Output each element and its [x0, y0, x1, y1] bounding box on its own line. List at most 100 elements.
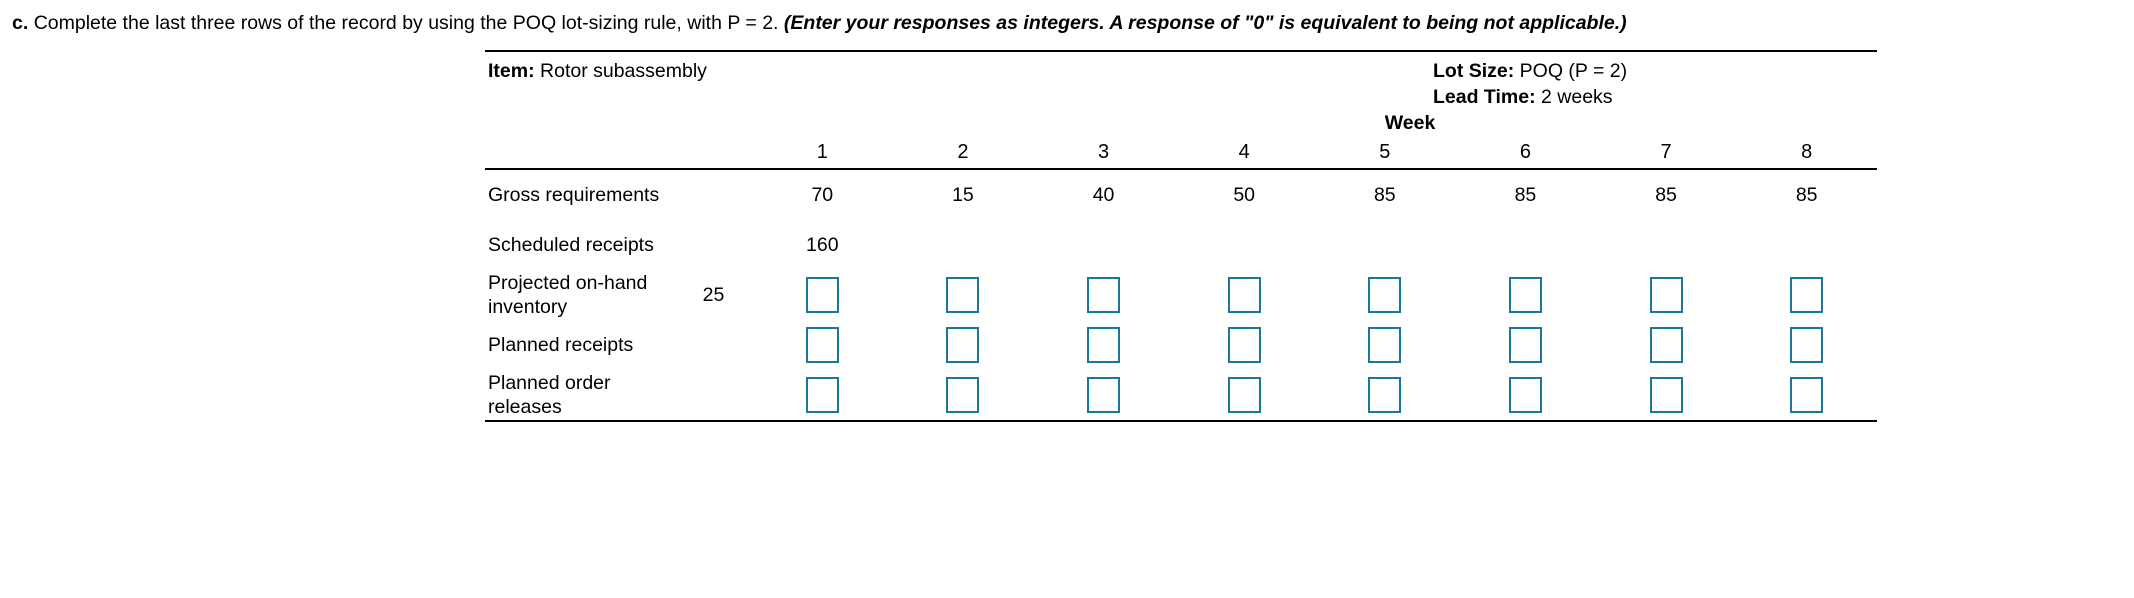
table-top-rule [485, 50, 1877, 52]
cell-gross-requirements-w4: 50 [1233, 184, 1256, 206]
cell-gross-requirements-w1: 70 [811, 184, 834, 206]
input-planned-receipts-w5[interactable] [1368, 327, 1402, 363]
cell-planned-order-releases-w6 [1455, 377, 1596, 413]
row-values-gross-requirements: 70 15 40 50 85 85 85 85 [752, 183, 1877, 207]
input-planned-order-releases-w3[interactable] [1087, 377, 1121, 413]
question-prompt: c. Complete the last three rows of the r… [12, 10, 2122, 36]
table-row: Gross requirements 70 15 40 50 85 85 85 … [485, 170, 1877, 220]
input-projected-on-hand-inventory-w5[interactable] [1368, 277, 1402, 313]
input-projected-on-hand-inventory-w3[interactable] [1087, 277, 1121, 313]
cell-planned-receipts-w8 [1736, 327, 1877, 363]
lot-and-lead-block: Lot Size: POQ (P = 2) Lead Time: 2 weeks [1433, 58, 1627, 110]
input-planned-receipts-w6[interactable] [1508, 327, 1542, 363]
week-header-3: 3 [1098, 141, 1110, 163]
input-planned-order-releases-w2[interactable] [946, 377, 980, 413]
lot-size-value: POQ (P = 2) [1519, 60, 1628, 82]
cell-gross-requirements-w5: 85 [1373, 184, 1396, 206]
cell-projected-on-hand-inventory-w5 [1315, 277, 1456, 313]
cell-scheduled-receipts-w1: 160 [806, 234, 839, 256]
cell-planned-receipts-w5 [1315, 327, 1456, 363]
week-number-header-row: 1 2 3 4 5 6 7 8 [485, 136, 1877, 168]
input-planned-receipts-w2[interactable] [946, 327, 980, 363]
mrp-record-table: Item: Rotor subassembly Lot Size: POQ (P… [485, 50, 1877, 422]
input-projected-on-hand-inventory-w8[interactable] [1790, 277, 1824, 313]
row-label-planned-receipts: Planned receipts [488, 334, 634, 356]
cell-planned-receipts-w1 [752, 327, 893, 363]
row-label-projected-on-hand-inventory: Projected on-hand inventory [488, 272, 648, 318]
cell-planned-order-releases-w7 [1596, 377, 1737, 413]
input-projected-on-hand-inventory-w2[interactable] [946, 277, 980, 313]
cell-planned-order-releases-w2 [893, 377, 1034, 413]
cell-gross-requirements-w8: 85 [1795, 184, 1818, 206]
cell-planned-receipts-w3 [1033, 327, 1174, 363]
cell-projected-on-hand-inventory-w8 [1736, 277, 1877, 313]
question-instruction-note: (Enter your responses as integers. A res… [783, 12, 1627, 34]
table-row: Planned receipts [485, 320, 1877, 370]
input-planned-receipts-w3[interactable] [1087, 327, 1121, 363]
input-planned-order-releases-w4[interactable] [1227, 377, 1261, 413]
week-header-5: 5 [1379, 141, 1391, 163]
week-header-1: 1 [816, 141, 828, 163]
input-planned-order-releases-w5[interactable] [1368, 377, 1402, 413]
lot-size-label: Lot Size: [1433, 60, 1515, 82]
cell-projected-on-hand-inventory-w1 [752, 277, 893, 313]
week-header-4: 4 [1238, 141, 1250, 163]
table-row: Planned order releases [485, 370, 1877, 420]
input-planned-receipts-w8[interactable] [1790, 327, 1824, 363]
input-projected-on-hand-inventory-w1[interactable] [805, 277, 839, 313]
cell-planned-receipts-w2 [893, 327, 1034, 363]
input-planned-order-releases-w7[interactable] [1649, 377, 1683, 413]
row-inputs-planned-order-releases [752, 377, 1877, 413]
week-header-6: 6 [1519, 141, 1531, 163]
cell-gross-requirements-w7: 85 [1655, 184, 1677, 206]
cell-planned-order-releases-w4 [1174, 377, 1315, 413]
cell-gross-requirements-w6: 85 [1514, 184, 1537, 206]
cell-gross-requirements-w2: 15 [952, 184, 974, 206]
table-row: Scheduled receipts 160 [485, 220, 1877, 270]
row-inputs-planned-receipts [752, 327, 1877, 363]
cell-planned-order-releases-w5 [1315, 377, 1456, 413]
question-text: Complete the last three rows of the reco… [33, 12, 779, 34]
row-onhand-projected-on-hand-inventory: 25 [702, 284, 725, 306]
cell-projected-on-hand-inventory-w4 [1174, 277, 1315, 313]
item-value: Rotor subassembly [540, 60, 707, 82]
input-planned-receipts-w7[interactable] [1649, 327, 1683, 363]
row-inputs-projected-on-hand-inventory [752, 277, 1877, 313]
input-planned-order-releases-w6[interactable] [1508, 377, 1542, 413]
cell-planned-receipts-w6 [1455, 327, 1596, 363]
record-meta: Item: Rotor subassembly Lot Size: POQ (P… [485, 52, 1877, 136]
week-header-2: 2 [957, 141, 969, 163]
input-projected-on-hand-inventory-w4[interactable] [1227, 277, 1261, 313]
cell-scheduled-receipts-w2 [893, 233, 1034, 257]
cell-planned-receipts-w7 [1596, 327, 1737, 363]
lot-size-line: Lot Size: POQ (P = 2) [1433, 58, 1627, 84]
input-planned-receipts-w4[interactable] [1227, 327, 1261, 363]
cell-planned-order-releases-w8 [1736, 377, 1877, 413]
cell-planned-receipts-w4 [1174, 327, 1315, 363]
row-values-scheduled-receipts: 160 [752, 233, 1877, 257]
input-planned-receipts-w1[interactable] [805, 327, 839, 363]
input-planned-order-releases-w1[interactable] [805, 377, 839, 413]
cell-scheduled-receipts-w8 [1736, 233, 1877, 257]
table-row: Projected on-hand inventory 25 [485, 270, 1877, 320]
lead-time-value: 2 weeks [1541, 86, 1613, 108]
lead-time-label: Lead Time: [1433, 86, 1536, 108]
cell-scheduled-receipts-w4 [1174, 233, 1315, 257]
row-label-scheduled-receipts: Scheduled receipts [488, 234, 654, 256]
item-line: Item: Rotor subassembly [488, 58, 707, 84]
lead-time-line: Lead Time: 2 weeks [1433, 84, 1627, 110]
cell-planned-order-releases-w1 [752, 377, 893, 413]
cell-projected-on-hand-inventory-w2 [893, 277, 1034, 313]
input-projected-on-hand-inventory-w7[interactable] [1649, 277, 1683, 313]
cell-scheduled-receipts-w7 [1596, 233, 1737, 257]
cell-scheduled-receipts-w6 [1455, 233, 1596, 257]
input-planned-order-releases-w8[interactable] [1790, 377, 1824, 413]
week-number-cells: 1 2 3 4 5 6 7 8 [752, 140, 1877, 164]
table-bottom-rule [485, 420, 1877, 422]
item-label: Item: [488, 60, 535, 82]
week-header-8: 8 [1801, 141, 1813, 163]
week-header-7: 7 [1660, 141, 1672, 163]
input-projected-on-hand-inventory-w6[interactable] [1508, 277, 1542, 313]
cell-scheduled-receipts-w5 [1315, 233, 1456, 257]
row-label-planned-order-releases: Planned order releases [488, 372, 611, 418]
